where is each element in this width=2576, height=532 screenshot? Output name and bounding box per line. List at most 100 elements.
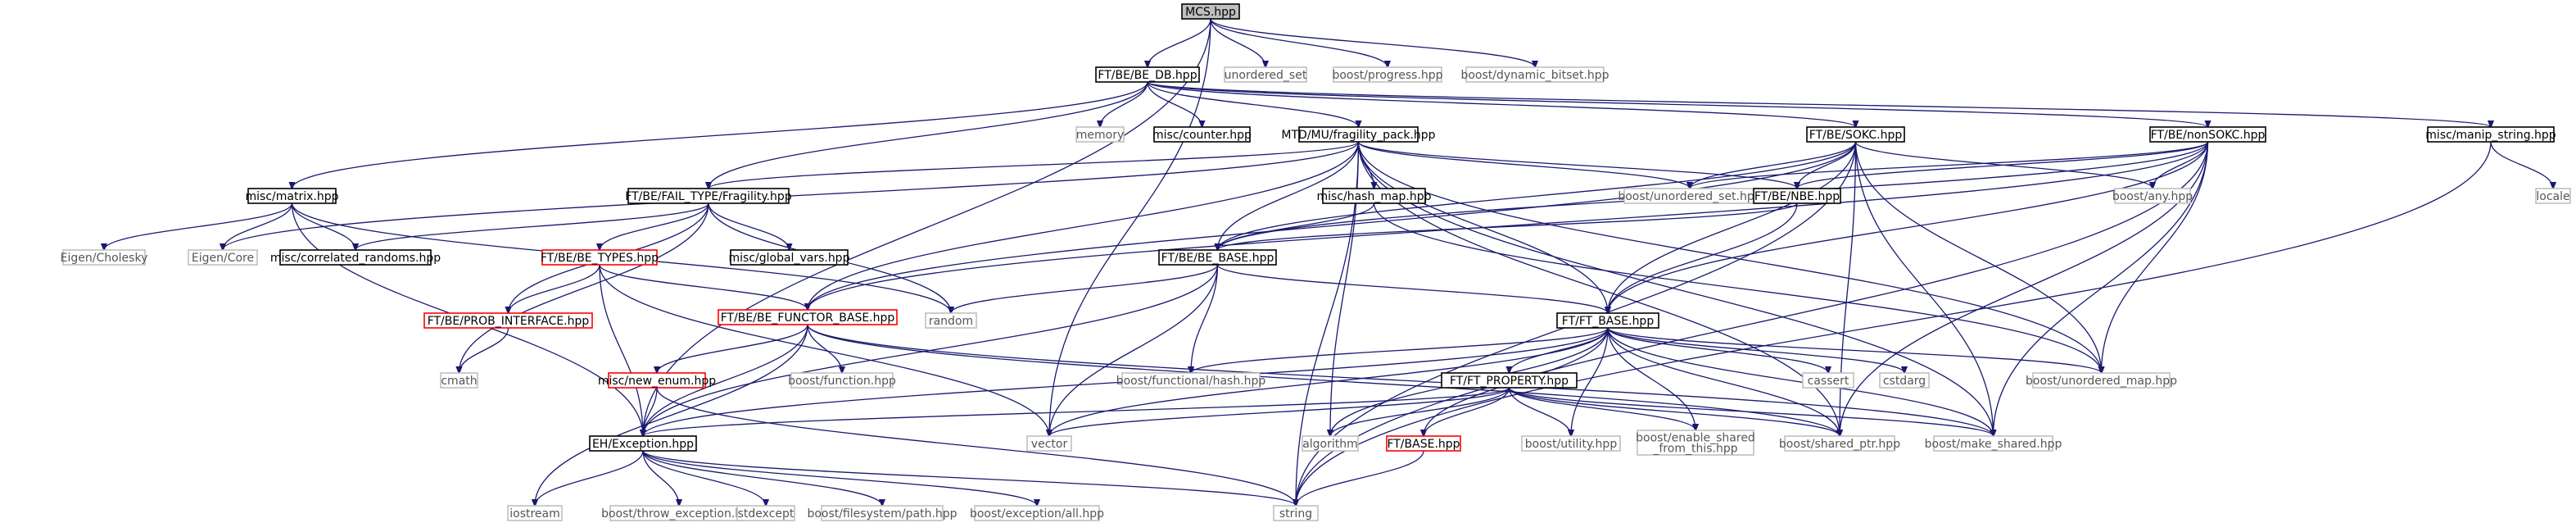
node-box (1637, 430, 1754, 456)
edge-new-enum-to-string (656, 387, 1296, 506)
node-cstdarg: cstdarg (1879, 372, 1930, 389)
node-box (1784, 435, 1895, 452)
node-misc-counter[interactable]: misc/counter.hpp (1152, 126, 1252, 143)
edge-mcs-to-eh-exception (643, 18, 1211, 436)
node-box (1753, 188, 1841, 204)
edge-fragility-pack-to-boost-sptr (1357, 141, 1840, 436)
node-box (821, 505, 944, 521)
edge-fragility-pack-to-eigen-core (223, 141, 1360, 250)
node-box (1181, 3, 1240, 20)
edge-ft-property-to-boost-esft (1508, 387, 1696, 430)
node-label: boost/unordered_map.hpp (2026, 375, 2177, 388)
node-label: random (929, 315, 973, 328)
edge-eh-exception-to-string (642, 450, 1296, 506)
edge-eh-exception-to-boost-throw (642, 450, 679, 506)
edge-nonsokc-to-boost-uset (1690, 141, 2209, 189)
node-box (1121, 372, 1261, 389)
node-box (507, 505, 563, 521)
node-box (2032, 372, 2171, 389)
node-label: FT/FT_PROPERTY.hpp (1450, 375, 1569, 388)
edge-be-db-to-fragility-pack (1147, 81, 1359, 127)
node-hash-map[interactable]: misc/hash_map.hpp (1316, 188, 1432, 204)
node-algorithm: algorithm (1302, 435, 1359, 452)
edge-be-db-to-memory (1100, 81, 1148, 127)
node-label: EH/Exception.hpp (592, 438, 694, 451)
node-box (1333, 66, 1442, 83)
node-ft-property[interactable]: FT/FT_PROPERTY.hpp (1441, 372, 1578, 389)
node-box (1273, 505, 1319, 521)
edge-be-base-to-vector (1049, 264, 1219, 436)
node-random: random (925, 312, 977, 329)
edge-hash-map-to-be-base (1218, 202, 1375, 250)
node-box (440, 372, 478, 389)
node-be-base[interactable]: FT/BE/BE_BASE.hpp (1158, 249, 1277, 266)
node-nonsokc[interactable]: FT/BE/nonSOKC.hpp (2149, 126, 2266, 143)
edge-hash-map-to-boost-umap (1373, 202, 2102, 373)
node-global-vars[interactable]: misc/global_vars.hpp (729, 249, 850, 266)
node-manip-string[interactable]: misc/manip_string.hpp (2425, 126, 2556, 143)
node-iostream: iostream (507, 505, 563, 521)
node-box (974, 505, 1100, 521)
edge-prob-iface-to-cmath (460, 327, 509, 373)
node-sokc[interactable]: FT/BE/SOKC.hpp (1806, 126, 1905, 143)
edge-be-types-to-vector (599, 264, 1049, 436)
node-box (1386, 435, 1461, 452)
node-label: FT/FT_BASE.hpp (1562, 315, 1655, 328)
node-be-types[interactable]: FT/BE/BE_TYPES.hpp (541, 249, 659, 266)
node-box (718, 309, 898, 325)
node-label: FT/BE/BE_FUNCTOR_BASE.hpp (721, 311, 895, 325)
node-be-db[interactable]: FT/BE/BE_DB.hpp (1095, 66, 1200, 83)
node-box (1302, 435, 1359, 452)
node-corr-randoms[interactable]: misc/correlated_randoms.hpp (270, 249, 441, 266)
node-label: FT/BE/nonSOKC.hpp (2151, 129, 2266, 142)
node-label: FT/BE/BE_BASE.hpp (1161, 252, 1274, 265)
node-label: misc/manip_string.hpp (2425, 129, 2556, 142)
edge-ft-base-h-to-string (1296, 450, 1424, 506)
edge-sokc-to-be-base (1218, 141, 1857, 250)
node-label: boost/dynamic_bitset.hpp (1460, 69, 1609, 82)
node-box (1026, 435, 1072, 452)
node-box (925, 312, 977, 329)
node-label: stdexcept (738, 507, 795, 521)
edge-ft-base-to-cstdarg (1607, 327, 1904, 373)
node-boost-umap: boost/unordered_map.hpp (2026, 372, 2177, 389)
node-misc-matrix[interactable]: misc/matrix.hpp (246, 188, 339, 204)
node-boost-dynbitset: boost/dynamic_bitset.hpp (1460, 66, 1609, 83)
edge-be-db-to-misc-matrix (292, 81, 1148, 189)
node-ft-base-h[interactable]: FT/BASE.hpp (1386, 435, 1461, 452)
node-box (1322, 188, 1426, 204)
node-fragility-pack[interactable]: MTD/MU/fragility_pack.hpp (1281, 126, 1436, 143)
node-cassert: cassert (1802, 372, 1854, 389)
node-eh-exception[interactable]: EH/Exception.hpp (589, 435, 697, 452)
node-box (279, 249, 432, 266)
node-box (2427, 126, 2555, 143)
node-mcs[interactable]: MCS.hpp (1181, 3, 1240, 20)
edge-be-functor-to-iostream (535, 324, 808, 506)
node-box (1298, 126, 1419, 143)
node-label: misc/counter.hpp (1152, 129, 1252, 142)
edge-be-db-to-sokc (1147, 81, 1856, 127)
node-be-functor[interactable]: FT/BE/BE_FUNCTOR_BASE.hpp (718, 309, 898, 325)
node-label: MTD/MU/fragility_pack.hpp (1281, 129, 1435, 142)
edge-ft-base-to-cassert (1607, 327, 1828, 373)
node-label: misc/correlated_randoms.hpp (270, 252, 441, 265)
node-box (423, 312, 593, 329)
edge-eh-exception-to-iostream (535, 450, 644, 506)
edge-eh-exception-to-boost-fspath (642, 450, 882, 506)
node-label: boost/utility.hpp (1525, 438, 1618, 451)
node-ft-base[interactable]: FT/FT_BASE.hpp (1556, 312, 1659, 329)
node-label: cmath (441, 375, 477, 388)
edge-be-types-to-eh-exception (599, 264, 643, 436)
node-eigen-core: Eigen/Core (188, 249, 258, 266)
node-nbe[interactable]: FT/BE/NBE.hpp (1753, 188, 1841, 204)
edge-sokc-to-be-functor (808, 141, 1857, 310)
node-label: boost/shared_ptr.hpp (1779, 438, 1900, 451)
node-boost-throw: boost/throw_exception.hpp (601, 505, 757, 521)
node-fragility[interactable]: FT/BE/FAIL_TYPE/Fragility.hpp (625, 188, 792, 204)
edge-fragility-to-corr-randoms (355, 202, 709, 250)
node-new-enum[interactable]: misc/new_enum.hpp (598, 372, 716, 389)
edge-ft-property-to-eh-exception (643, 387, 1510, 436)
node-prob-iface[interactable]: FT/BE/PROB_INTERFACE.hpp (423, 312, 593, 329)
node-vector: vector (1026, 435, 1072, 452)
edge-misc-matrix-to-eigen-chol (104, 202, 293, 250)
